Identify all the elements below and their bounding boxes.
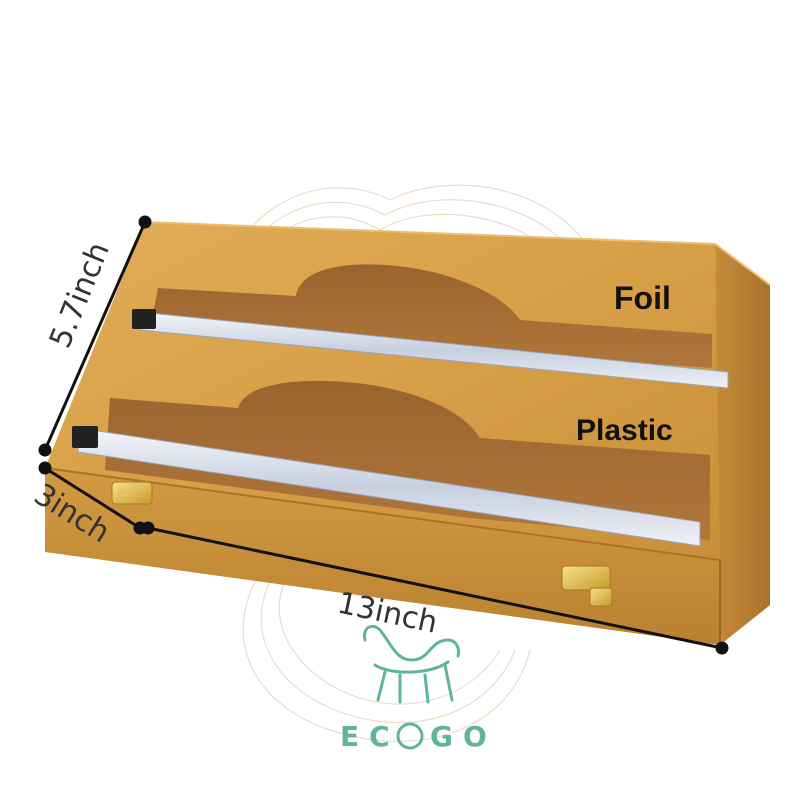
foil-slider-handle[interactable] <box>132 309 156 329</box>
left-latch-icon[interactable] <box>111 481 153 505</box>
plastic-slider-handle[interactable] <box>72 426 98 448</box>
box-side-panel <box>715 244 770 645</box>
camel-icon <box>362 624 460 704</box>
box-front-panel <box>45 468 720 645</box>
dispenser-box: Foil Plastic <box>44 221 771 645</box>
logo-text-right: GO <box>430 720 497 753</box>
ecogo-logo: EC GO <box>340 624 497 753</box>
dimension-lines <box>38 215 729 655</box>
foil-slot <box>150 264 712 368</box>
foil-label: Foil <box>614 280 671 316</box>
plastic-label: Plastic <box>576 414 673 447</box>
globe-icon <box>396 722 424 750</box>
right-latch-icon[interactable] <box>561 565 613 607</box>
logo-text-left: EC <box>340 720 400 753</box>
